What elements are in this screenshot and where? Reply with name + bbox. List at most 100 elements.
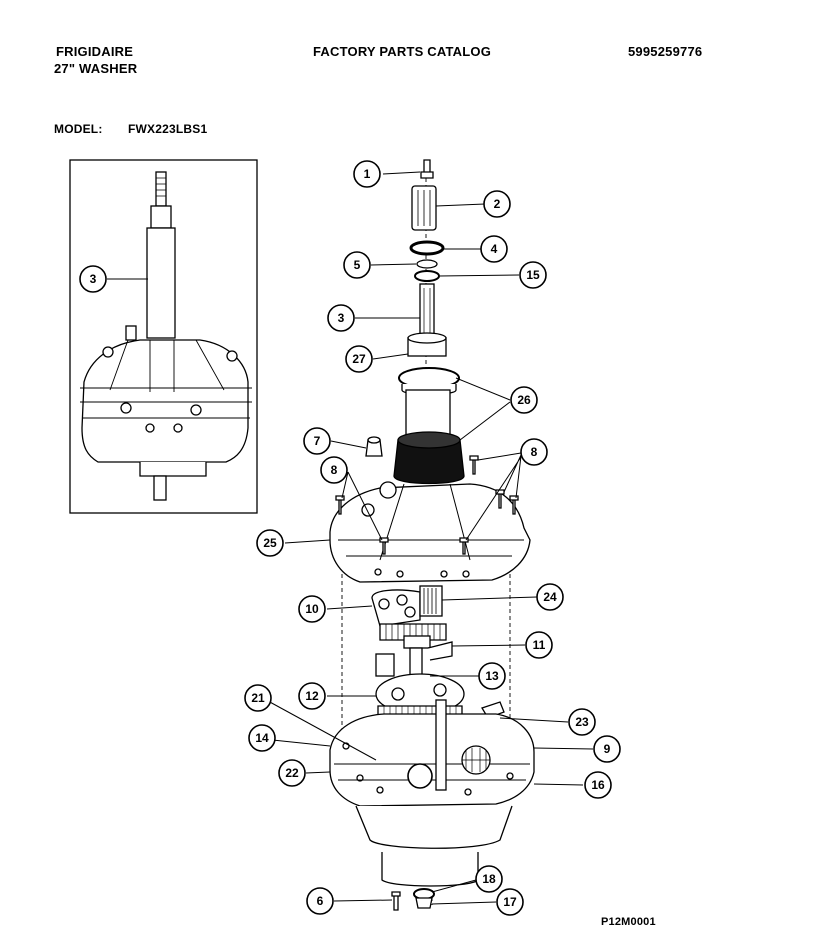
- callout-number: 26: [517, 393, 531, 407]
- callout-circle: [306, 887, 334, 915]
- callout-circle: [298, 595, 326, 623]
- part-agitator-shaft: [419, 283, 435, 339]
- callout-number: 11: [533, 638, 546, 652]
- inset-assembled-view: [69, 159, 258, 514]
- callout-17: 17: [496, 888, 524, 916]
- callout-number: 6: [317, 894, 324, 908]
- callout-circle: [510, 386, 538, 414]
- product-name: 27" WASHER: [54, 61, 138, 76]
- callout-circle: [353, 160, 381, 188]
- callout-21: 21: [244, 684, 272, 712]
- callout-circle: [593, 735, 621, 763]
- callout-number: 15: [526, 268, 540, 282]
- callout-6: 6: [306, 887, 334, 915]
- callout-9: 9: [593, 735, 621, 763]
- callout-14: 14: [248, 724, 276, 752]
- callout-circle: [496, 888, 524, 916]
- callout-26: 26: [510, 386, 538, 414]
- callout-12: 12: [298, 682, 326, 710]
- callout-circle: [343, 251, 371, 279]
- callout-circle: [345, 345, 373, 373]
- callout-circle: [79, 265, 107, 293]
- callout-circle: [519, 261, 547, 289]
- callout-18: 18: [475, 865, 503, 893]
- callout-25: 25: [256, 529, 284, 557]
- callout-circle: [478, 662, 506, 690]
- callout-labels: 1245153272678825241011131221231492216186…: [79, 160, 621, 916]
- callout-number: 4: [491, 242, 498, 256]
- callout-number: 5: [354, 258, 361, 272]
- model-number: FWX223LBS1: [128, 122, 208, 136]
- callout-circle: [525, 631, 553, 659]
- callout-27: 27: [345, 345, 373, 373]
- part-housing-cover: [329, 483, 531, 583]
- callout-16: 16: [584, 771, 612, 799]
- part-seal-ring: [409, 240, 445, 256]
- callout-number: 1: [364, 167, 371, 181]
- callout-number: 23: [575, 715, 589, 729]
- callout-3: 3: [79, 265, 107, 293]
- callout-circle: [480, 235, 508, 263]
- callout-circle: [327, 304, 355, 332]
- callout-circle: [320, 456, 348, 484]
- part-gear-case: [329, 713, 535, 807]
- callout-2: 2: [483, 190, 511, 218]
- callout-number: 7: [314, 434, 321, 448]
- callout-circle: [483, 190, 511, 218]
- callout-circle: [298, 682, 326, 710]
- callout-number: 3: [338, 311, 345, 325]
- callout-circle: [475, 865, 503, 893]
- diagram-code: P12M0001: [601, 916, 656, 928]
- callout-23: 23: [568, 708, 596, 736]
- callout-number: 25: [263, 536, 277, 550]
- callout-number: 3: [90, 272, 97, 286]
- callout-4: 4: [480, 235, 508, 263]
- callout-number: 18: [482, 872, 496, 886]
- callout-number: 12: [305, 689, 319, 703]
- callout-circle: [536, 583, 564, 611]
- brand-name: FRIGIDAIRE: [56, 44, 134, 59]
- callout-circle: [303, 427, 331, 455]
- callout-circle: [520, 438, 548, 466]
- callout-circle: [244, 684, 272, 712]
- part-screw-top: [420, 159, 434, 179]
- inset-frame: [69, 159, 258, 514]
- callout-number: 17: [503, 895, 517, 909]
- callout-circle: [248, 724, 276, 752]
- part-tub-seal-bottom: [393, 439, 465, 485]
- callout-13: 13: [478, 662, 506, 690]
- catalog-part-number: 5995259776: [628, 44, 703, 59]
- callout-number: 21: [251, 691, 265, 705]
- callout-24: 24: [536, 583, 564, 611]
- callout-circle: [568, 708, 596, 736]
- callout-5: 5: [343, 251, 371, 279]
- callout-number: 24: [543, 590, 557, 604]
- callout-8: 8: [520, 438, 548, 466]
- callout-number: 16: [591, 778, 605, 792]
- callout-number: 14: [255, 731, 269, 745]
- callout-number: 22: [285, 766, 299, 780]
- callout-10: 10: [298, 595, 326, 623]
- part-washer: [416, 259, 438, 269]
- callout-number: 27: [352, 352, 366, 366]
- part-o-ring: [414, 270, 440, 282]
- callout-circle: [278, 759, 306, 787]
- callout-number: 8: [331, 463, 338, 477]
- part-crank: [403, 635, 431, 649]
- exploded-assembly: [329, 159, 535, 911]
- callout-number: 8: [531, 445, 538, 459]
- catalog-title: FACTORY PARTS CATALOG: [313, 44, 492, 59]
- part-drain-plug: [415, 897, 433, 909]
- callout-8: 8: [320, 456, 348, 484]
- part-drain-screw: [391, 891, 401, 911]
- part-pinion-gear: [419, 585, 443, 617]
- callout-number: 13: [485, 669, 499, 683]
- callout-15: 15: [519, 261, 547, 289]
- callout-1: 1: [353, 160, 381, 188]
- callout-circle: [256, 529, 284, 557]
- callout-22: 22: [278, 759, 306, 787]
- callout-circle: [584, 771, 612, 799]
- callout-11: 11: [525, 631, 553, 659]
- model-label: MODEL:: [54, 122, 103, 136]
